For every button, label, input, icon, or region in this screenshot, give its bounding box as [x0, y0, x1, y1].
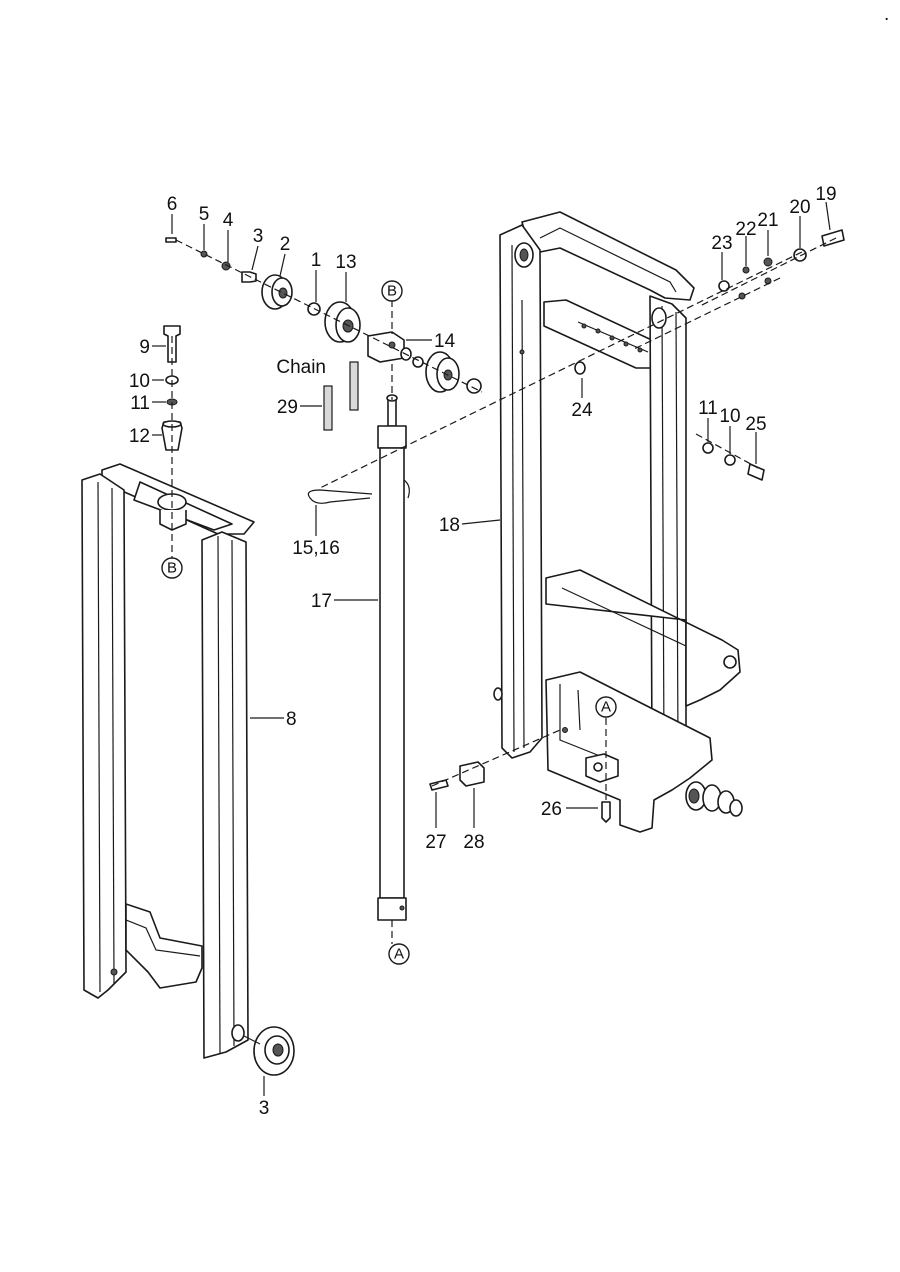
left-fastener-stack [161, 325, 183, 451]
ref-circle-a-mast [595, 696, 617, 718]
callout-18: 18 [439, 515, 460, 536]
sheave-assembly [165, 237, 482, 431]
callout-27: 27 [425, 832, 446, 853]
callout-29: 29 [277, 397, 298, 418]
hose-clip [307, 489, 373, 504]
callout-28: 28 [463, 832, 484, 853]
callout-23: 23 [711, 233, 732, 254]
callout-labels: 6 5 4 3 2 1 13 14 Chain 29 9 10 11 12 15… [129, 184, 837, 1119]
callout-22: 22 [735, 219, 756, 240]
ref-circle-b-top [381, 280, 403, 302]
callout-19: 19 [815, 184, 836, 205]
corner-mark: . [884, 4, 889, 25]
callout-12: 12 [129, 426, 150, 447]
leader-lines [152, 201, 831, 1096]
reference-markers: B B A A [161, 280, 617, 965]
outer-mast [493, 211, 743, 833]
callout-21: 21 [757, 210, 778, 231]
callout-8: 8 [286, 709, 297, 730]
callout-6: 6 [167, 194, 178, 215]
callout-2: 2 [280, 234, 291, 255]
inner-mast [81, 463, 295, 1076]
callout-10-left: 10 [129, 371, 150, 392]
ref-circle-b-left [161, 557, 183, 579]
callout-3-bottom: 3 [259, 1098, 270, 1119]
ref-label-a-mast: A [601, 699, 611, 716]
ref-circle-a-cylinder [388, 943, 410, 965]
callout-13: 13 [335, 252, 356, 273]
axle-hub [685, 781, 743, 817]
callout-14: 14 [434, 331, 456, 352]
callout-3-top: 3 [253, 226, 264, 247]
chain-label: Chain [276, 357, 326, 378]
callout-25: 25 [745, 414, 766, 435]
ref-label-b-left: B [167, 560, 177, 577]
callout-11-left: 11 [130, 393, 150, 414]
callout-24: 24 [571, 400, 593, 421]
ref-label-a-cylinder: A [394, 946, 404, 963]
callout-15-16: 15,16 [292, 538, 340, 559]
callout-10-right: 10 [719, 406, 740, 427]
callout-17: 17 [311, 591, 332, 612]
right-fasteners [429, 229, 845, 823]
callout-1: 1 [311, 250, 322, 271]
callout-20: 20 [789, 197, 810, 218]
lift-cylinder [377, 394, 410, 921]
callout-11-right: 11 [698, 398, 718, 419]
callout-4: 4 [223, 210, 234, 231]
callout-9: 9 [139, 337, 150, 358]
callout-5: 5 [199, 204, 210, 225]
callout-26: 26 [541, 799, 562, 820]
assembly-axes [171, 237, 837, 944]
ref-label-b-top: B [387, 283, 397, 300]
